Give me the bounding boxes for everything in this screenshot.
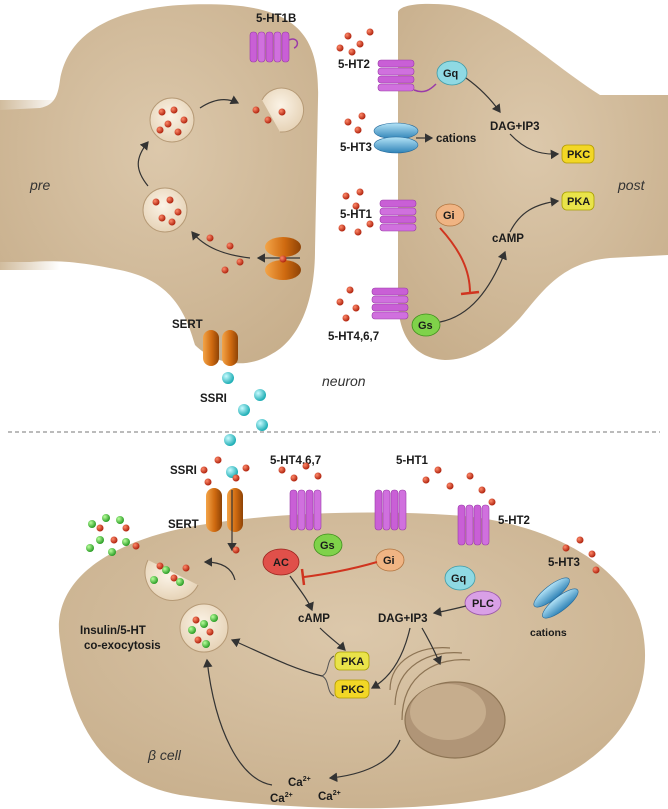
gprotein-gs-neuron: Gs <box>411 313 441 337</box>
arrow-gs-to-camp <box>439 250 507 323</box>
channel-5ht3-neuron <box>373 122 434 154</box>
label-cations-neuron: cations <box>436 133 476 145</box>
arrow-dag-to-er <box>421 627 442 666</box>
inhibition-bar-neuron <box>460 290 480 296</box>
receptor-5ht467-beta <box>289 489 322 531</box>
arrow-dag-to-pkc <box>370 627 411 689</box>
arrow-plc-to-dag <box>432 605 467 617</box>
label-camp-beta: cAMP <box>298 613 330 625</box>
label-camp-neuron: cAMP <box>492 233 524 245</box>
label-5ht1b: 5-HT1B <box>256 13 296 25</box>
vesicle-cycle-arrow-3 <box>191 231 251 259</box>
svg-text:Gq: Gq <box>451 573 466 585</box>
enzyme-ac: AC <box>262 548 300 576</box>
label-5ht2-beta: 5-HT2 <box>498 515 530 527</box>
inhibition-bar-beta <box>300 568 306 586</box>
reuptake-transporter-neuron <box>256 237 301 280</box>
label-exocytosis-1: Insulin/5-HT <box>80 625 146 637</box>
serotonin-molecules-neuron <box>152 28 374 322</box>
post-label: post <box>617 177 646 193</box>
label-ssri-beta: SSRI <box>170 465 197 477</box>
arrow-gq-to-dag <box>465 77 501 113</box>
gprotein-gs-beta: Gs <box>313 533 343 557</box>
arrow-kinase-to-vesicle <box>230 638 323 677</box>
neuron-caption: neuron <box>322 373 366 389</box>
postsynaptic-terminal <box>398 3 668 361</box>
svg-text:Gi: Gi <box>383 555 395 567</box>
receptor-5ht2-beta <box>457 504 490 546</box>
label-5ht467-beta: 5-HT4,6,7 <box>270 455 321 467</box>
svg-text:Gq: Gq <box>443 68 458 80</box>
receptor-5ht1-beta <box>374 489 407 531</box>
gprotein-gq-neuron: Gq <box>436 60 468 86</box>
receptor-5ht1b-neuron <box>249 31 299 63</box>
svg-text:PKA: PKA <box>341 656 364 668</box>
svg-text:PKA: PKA <box>567 196 590 208</box>
arrow-camp-to-pka <box>319 627 346 651</box>
channel-5ht3-beta <box>533 577 579 619</box>
ssri-molecules <box>222 372 268 478</box>
gprotein-gq-beta: Gq <box>444 565 476 591</box>
label-5ht3-beta: 5-HT3 <box>548 557 580 569</box>
svg-text:Gs: Gs <box>320 540 335 552</box>
receptor-5ht467-neuron <box>371 287 409 320</box>
enzyme-plc: PLC <box>464 590 502 616</box>
svg-text:PKC: PKC <box>567 149 590 161</box>
badge-pka-neuron: PKA <box>561 191 595 211</box>
vesicle-cycle-arrow-2 <box>137 141 149 187</box>
label-dag-ip3-beta: DAG+IP3 <box>378 613 428 625</box>
svg-text:PKC: PKC <box>341 684 364 696</box>
label-5ht467-neuron: 5-HT4,6,7 <box>328 331 379 343</box>
gprotein-gi-neuron: Gi <box>435 203 465 227</box>
arrow-dag-to-pkc <box>509 133 560 160</box>
label-ca-3: Ca2+ <box>318 790 341 803</box>
beta-cell-caption: β cell <box>147 747 182 763</box>
svg-text:Gs: Gs <box>418 320 433 332</box>
badge-pka-beta: PKA <box>334 651 370 671</box>
badge-pkc-neuron: PKC <box>561 144 595 164</box>
arrow-er-to-ca <box>328 739 401 783</box>
arrow-vesicle-release <box>203 557 236 581</box>
label-exocytosis-2: co-exocytosis <box>84 640 161 652</box>
inhibition-gi-beta <box>303 561 378 578</box>
gprotein-gi-beta: Gi <box>375 548 405 572</box>
badge-pkc-beta: PKC <box>334 679 370 699</box>
vesicle-bottom-left <box>142 187 188 233</box>
arrow-ac-to-camp <box>289 575 314 612</box>
sert-neuron <box>203 330 238 366</box>
svg-text:Gi: Gi <box>443 210 455 222</box>
insulin-molecules <box>86 514 218 648</box>
receptor-5ht1-neuron <box>379 199 417 232</box>
sert-beta <box>206 488 243 552</box>
label-dag-ip3-neuron: DAG+IP3 <box>490 121 540 133</box>
label-ssri-neuron: SSRI <box>200 393 227 405</box>
pre-label: pre <box>29 177 50 193</box>
inhibition-gi-neuron <box>439 227 471 294</box>
label-cations-beta: cations <box>530 627 567 639</box>
label-5ht1-beta: 5-HT1 <box>396 455 429 467</box>
label-sert-beta: SERT <box>168 519 199 531</box>
svg-text:AC: AC <box>273 557 289 569</box>
label-5ht2-neuron: 5-HT2 <box>338 59 370 71</box>
arrow-camp-to-pka <box>509 197 560 233</box>
vesicle-cycle-arrow-1 <box>199 95 240 109</box>
nucleus <box>389 647 506 759</box>
label-ca-2: Ca2+ <box>270 792 293 805</box>
label-5ht1-neuron: 5-HT1 <box>340 209 373 221</box>
receptor-5ht2-neuron <box>377 59 437 93</box>
label-5ht3-neuron: 5-HT3 <box>340 142 372 154</box>
serotonin-molecules-beta <box>96 456 600 644</box>
arrow-ca-to-vesicle <box>203 658 273 786</box>
label-ca-1: Ca2+ <box>288 776 311 789</box>
label-sert-neuron: SERT <box>172 319 203 331</box>
svg-text:PLC: PLC <box>472 598 494 610</box>
presynaptic-terminal <box>0 4 319 364</box>
